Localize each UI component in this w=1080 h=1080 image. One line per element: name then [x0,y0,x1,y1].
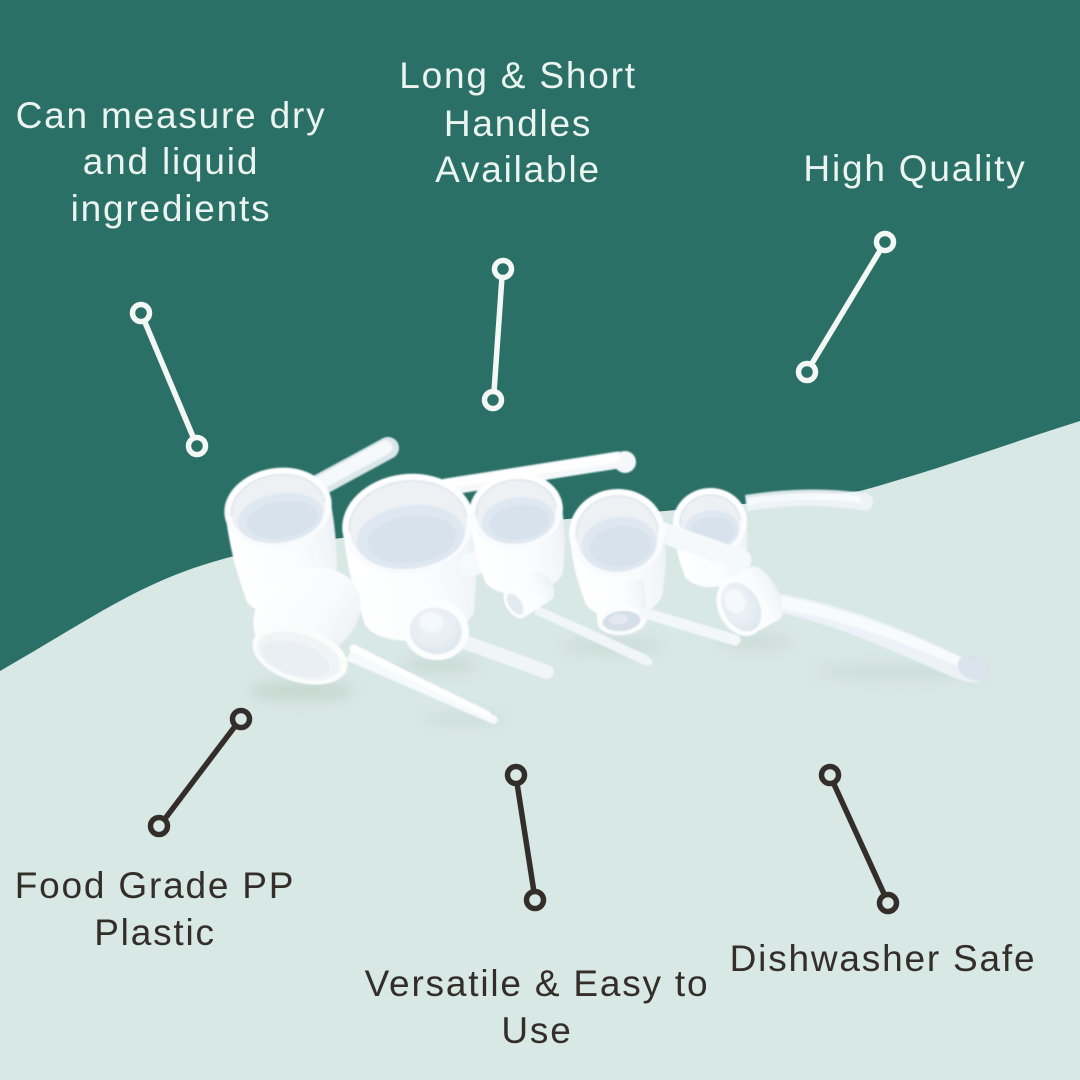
svg-text:Can measure dry: Can measure dry [16,95,327,136]
svg-text:and liquid: and liquid [83,141,259,182]
svg-text:Dishwasher Safe: Dishwasher Safe [730,938,1037,979]
svg-text:Long & Short: Long & Short [399,55,637,96]
svg-text:High Quality: High Quality [803,148,1026,189]
svg-text:Use: Use [501,1010,572,1051]
svg-text:Versatile & Easy to: Versatile & Easy to [365,963,710,1004]
svg-text:Plastic: Plastic [94,912,216,953]
svg-text:Food Grade PP: Food Grade PP [15,865,296,906]
svg-text:Available: Available [435,149,601,190]
svg-text:Handles: Handles [444,103,592,144]
svg-text:ingredients: ingredients [71,188,272,229]
